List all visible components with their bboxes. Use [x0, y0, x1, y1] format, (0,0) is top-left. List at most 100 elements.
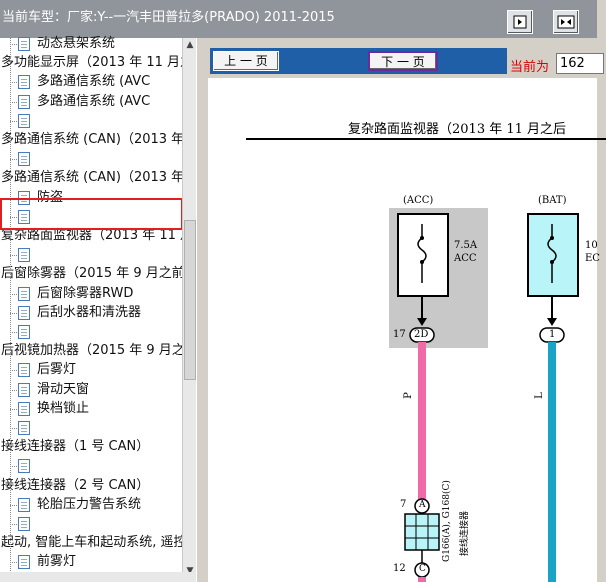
pane-splitter[interactable] — [196, 38, 208, 582]
tree-connector — [10, 82, 17, 84]
tree-folder-item[interactable]: 后窗除雾器（2015 年 9 月之前 — [1, 266, 185, 282]
tree-item[interactable]: 后刮水器和清洗器 — [37, 304, 142, 320]
diagram-title: 复杂路面监视器（2013 年 11 月之后 — [348, 122, 567, 137]
acc-label: (ACC) — [403, 195, 434, 206]
document-icon — [18, 421, 30, 435]
tree-connector — [10, 389, 17, 391]
single-page-icon — [513, 15, 527, 29]
tree-folder-item[interactable]: 复杂路面监视器（2013 年 11 月 — [1, 228, 194, 243]
horizontal-scrollbar[interactable] — [0, 572, 197, 582]
tree-connector — [10, 370, 17, 372]
document-icon — [18, 459, 30, 474]
scroll-thumb[interactable] — [184, 220, 196, 380]
document-icon — [18, 363, 30, 378]
tree-connector — [10, 562, 17, 564]
tree-connector — [10, 101, 17, 103]
tree-item[interactable]: 动态悬架系统 — [37, 36, 116, 51]
next-page-button[interactable]: 下 一 页 — [368, 51, 438, 71]
conn-2d-label: 2D — [414, 329, 429, 340]
current-page-input[interactable]: 162 — [556, 53, 604, 74]
document-icon — [18, 75, 30, 90]
document-icon — [18, 190, 30, 205]
model-tree[interactable]: 动态悬架系统多功能显示屏（2013 年 11 月之多路通信系统 (AVC 多路通信… — [0, 36, 193, 579]
pin7-label: 7 — [400, 499, 407, 510]
double-page-button[interactable] — [553, 10, 579, 34]
tree-folder-item[interactable]: 后视镜加热器（2015 年 9 月之 — [1, 343, 185, 359]
connector-id-text: G166(A), G168(C) — [442, 480, 452, 562]
pin-a-label: A — [419, 500, 426, 510]
tree-connector — [10, 332, 17, 333]
nav-bar: 上 一 页 下 一 页 — [210, 48, 507, 74]
tree-connector — [10, 216, 17, 218]
blue-wire — [548, 342, 556, 582]
bat-fuse — [527, 213, 579, 297]
tree-item[interactable]: 滑动天窗 — [37, 381, 90, 397]
tree-connector — [10, 293, 17, 295]
scroll-down-icon[interactable]: ▼ — [186, 566, 194, 576]
document-icon — [18, 401, 30, 416]
tree-folder-item[interactable]: 多路通信系统 (CAN)（2013 年 — [1, 170, 185, 186]
tree-item[interactable]: 换档锁止 — [37, 400, 90, 416]
wiring-diagram: 复杂路面监视器（2013 年 11 月之后 — [208, 78, 606, 582]
fuse1-rating: 7.5A — [454, 240, 478, 251]
document-icon — [18, 248, 30, 263]
tree-item[interactable]: 轮胎压力警告系统 — [37, 496, 142, 512]
tree-connector — [10, 255, 17, 257]
document-icon — [18, 113, 30, 128]
tree-folder-item[interactable]: 多路通信系统 (CAN)（2013 年 — [1, 132, 185, 147]
tree-connector — [10, 466, 17, 468]
document-icon — [18, 209, 30, 224]
tree-connector — [10, 524, 17, 525]
tree-folder-item[interactable]: 起动, 智能上车和起动系统, 遥控 — [1, 535, 187, 551]
fuse1-name: ACC — [454, 253, 477, 264]
tree-folder-item[interactable]: 多功能显示屏（2013 年 11 月之 — [1, 55, 194, 71]
document-icon — [18, 497, 30, 512]
tree-item[interactable]: 多路通信系统 (AVC — [37, 93, 151, 109]
window-title: 当前车型：厂家:Y--一汽丰田普拉多(PRADO) 2011-2015 — [2, 10, 335, 25]
pin17-label: 17 — [393, 329, 406, 340]
bat-label: (BAT) — [538, 195, 567, 206]
pin-c-label: C — [419, 564, 426, 574]
prev-page-button[interactable]: 上 一 页 — [213, 51, 279, 71]
pink-wire — [418, 342, 426, 502]
selected-item-highlight — [0, 198, 183, 230]
tree-guide-line — [10, 38, 11, 579]
diagram-graphics — [389, 208, 579, 582]
tree-scrollbar[interactable]: ▲ ▼ — [182, 38, 196, 579]
tree-item[interactable]: 防盗 — [37, 189, 64, 205]
wire-p-label: P — [402, 392, 414, 399]
pin12-label: 12 — [393, 563, 406, 574]
document-icon — [18, 286, 30, 301]
conn-1-label: 1 — [549, 329, 556, 340]
tree-connector — [10, 504, 17, 506]
double-page-icon — [557, 15, 575, 29]
tree-connector — [10, 44, 17, 45]
tree-connector — [10, 312, 17, 314]
tree-connector — [10, 159, 17, 161]
fuse2-name: EC — [585, 253, 600, 264]
tree-item[interactable]: 多路通信系统 (AVC — [37, 74, 151, 90]
document-icon — [18, 94, 30, 109]
fuse-icon — [417, 224, 427, 283]
tree-folder-item[interactable]: 接线连接器（2 号 CAN） — [1, 477, 150, 493]
tree-connector — [10, 408, 17, 410]
fuse2-rating: 10 — [585, 240, 598, 251]
document-icon — [18, 152, 30, 167]
content-panel: 上 一 页 下 一 页 当前为 162 复杂路面监视器（2013 年 11 月之… — [208, 38, 606, 582]
document-icon — [18, 325, 30, 339]
document-icon — [18, 517, 30, 531]
connector-name-text: 接线连接器 — [460, 510, 470, 556]
tree-item[interactable]: 后窗除雾器RWD — [37, 285, 134, 301]
single-page-button[interactable] — [507, 10, 533, 34]
title-underline — [246, 138, 606, 140]
wire-l-label: L — [533, 392, 545, 399]
tree-folder-item[interactable]: 接线连接器（1 号 CAN） — [1, 439, 150, 455]
document-icon — [18, 37, 30, 51]
pin-a — [414, 498, 430, 514]
tree-item[interactable]: 后雾灯 — [37, 362, 77, 378]
document-icon — [18, 305, 30, 320]
nav-toolbar: 上 一 页 下 一 页 当前为 162 — [208, 38, 604, 78]
scroll-up-icon[interactable]: ▲ — [186, 40, 194, 50]
tree-item[interactable]: 前雾灯 — [37, 554, 77, 570]
tree-connector — [10, 428, 17, 429]
